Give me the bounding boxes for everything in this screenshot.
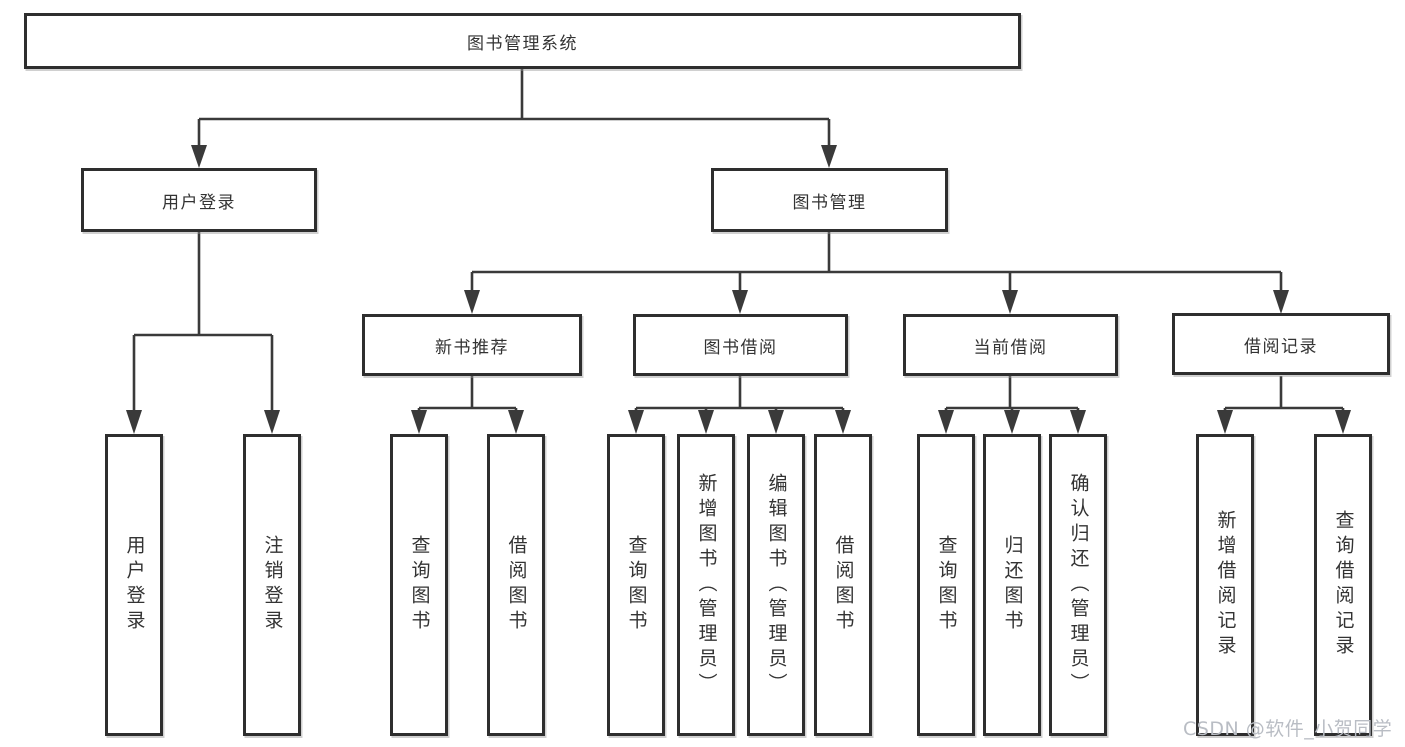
- node-current-borrow-label: 当前借阅: [973, 337, 1048, 358]
- node-user-login: 用户登录: [81, 168, 317, 232]
- node-borrow-records-label: 借阅记录: [1244, 336, 1318, 357]
- leaf-records-query-record: 查询借阅记录: [1314, 434, 1372, 736]
- leaf-recommend-borrow-books-label: 借阅图书: [505, 535, 528, 635]
- node-book-borrow: 图书借阅: [633, 314, 848, 376]
- node-new-book-recommend: 新书推荐: [362, 314, 582, 376]
- leaf-borrow-add-books-admin: 新增图书（管理员）: [677, 434, 735, 736]
- leaf-current-return-books: 归还图书: [983, 434, 1041, 736]
- node-user-login-label: 用户登录: [162, 192, 236, 213]
- leaf-user-login-label: 用户登录: [123, 535, 146, 635]
- leaf-records-query-record-label: 查询借阅记录: [1332, 510, 1355, 660]
- leaf-borrow-borrow-books-label: 借阅图书: [832, 535, 855, 635]
- node-book-management-label: 图书管理: [792, 192, 867, 213]
- leaf-current-confirm-return-admin: 确认归还（管理员）: [1049, 434, 1107, 736]
- node-new-book-recommend-label: 新书推荐: [435, 337, 509, 358]
- csdn-watermark: CSDN @软件_小贺同学: [1183, 718, 1393, 740]
- leaf-current-confirm-return-admin-label: 确认归还（管理员）: [1067, 472, 1090, 698]
- connector-recommend-group: [417, 376, 518, 412]
- leaf-recommend-borrow-books: 借阅图书: [487, 434, 545, 736]
- leaf-borrow-query-books-label: 查询图书: [625, 535, 648, 635]
- connector-borrow-group: [634, 376, 845, 412]
- leaf-current-return-books-label: 归还图书: [1001, 535, 1024, 635]
- arrow-login: [191, 145, 207, 168]
- connector-login-group: [132, 232, 274, 412]
- leaf-borrow-query-books: 查询图书: [607, 434, 665, 736]
- connector-records-group: [1223, 376, 1345, 412]
- leaf-current-query-books-label: 查询图书: [935, 535, 958, 635]
- connector-current-group: [944, 376, 1080, 412]
- leaf-records-add-record-label: 新增借阅记录: [1214, 510, 1237, 660]
- leaf-records-add-record: 新增借阅记录: [1196, 434, 1254, 736]
- leaf-recommend-query-books: 查询图书: [390, 434, 448, 736]
- node-book-management: 图书管理: [711, 168, 948, 232]
- leaf-logout-label: 注销登录: [261, 535, 284, 635]
- leaf-borrow-add-books-admin-label: 新增图书（管理员）: [695, 472, 718, 698]
- leaf-recommend-query-books-label: 查询图书: [408, 535, 431, 635]
- leaf-user-login: 用户登录: [105, 434, 163, 736]
- connector-mgmt-group: [470, 232, 1283, 292]
- node-book-borrow-label: 图书借阅: [703, 337, 778, 358]
- leaf-borrow-edit-books-admin-label: 编辑图书（管理员）: [765, 472, 788, 698]
- node-current-borrow: 当前借阅: [903, 314, 1118, 376]
- connector-root: [197, 69, 831, 146]
- arrow-mgmt: [821, 145, 837, 168]
- node-system-root-label: 图书管理系统: [467, 33, 578, 54]
- leaf-current-query-books: 查询图书: [917, 434, 975, 736]
- node-system-root: 图书管理系统: [24, 13, 1021, 69]
- leaf-borrow-borrow-books: 借阅图书: [814, 434, 872, 736]
- node-borrow-records: 借阅记录: [1172, 313, 1390, 375]
- leaf-borrow-edit-books-admin: 编辑图书（管理员）: [747, 434, 805, 736]
- leaf-logout: 注销登录: [243, 434, 301, 736]
